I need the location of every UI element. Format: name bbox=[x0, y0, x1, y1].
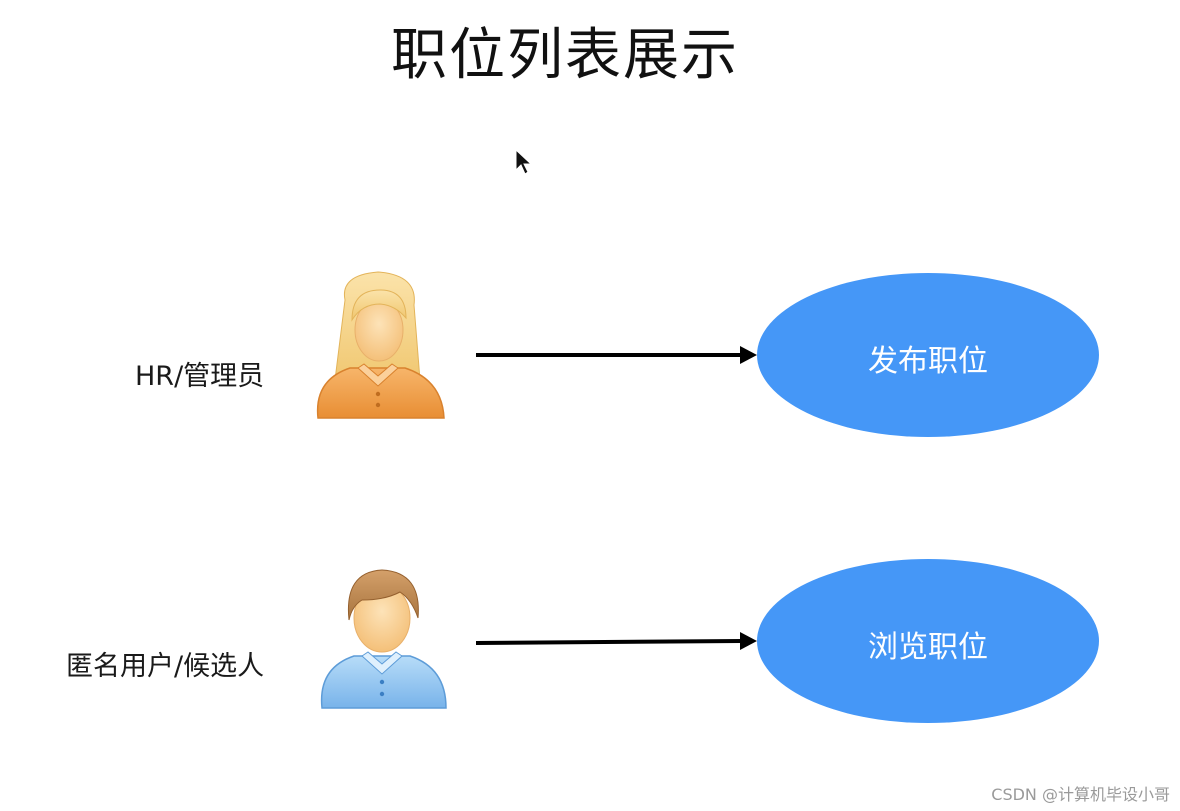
diagram-title: 职位列表展示 bbox=[391, 23, 739, 88]
actor-label-hr: HR/管理员 bbox=[135, 361, 265, 392]
use-case-label-publish: 发布职位 bbox=[868, 344, 988, 379]
use-case-ellipse-publish bbox=[757, 273, 1099, 437]
arrow-candidate-to-browse bbox=[475, 632, 757, 650]
actor-label-candidate: 匿名用户/候选人 bbox=[66, 651, 265, 682]
female-user-icon bbox=[316, 271, 445, 419]
male-user-icon bbox=[320, 569, 447, 709]
watermark: CSDN @计算机毕设小哥 bbox=[991, 785, 1170, 804]
use-case-ellipse-browse bbox=[757, 559, 1099, 723]
mouse-cursor-icon bbox=[515, 148, 533, 175]
use-case-label-browse: 浏览职位 bbox=[868, 630, 988, 665]
arrow-hr-to-publish bbox=[476, 346, 757, 364]
